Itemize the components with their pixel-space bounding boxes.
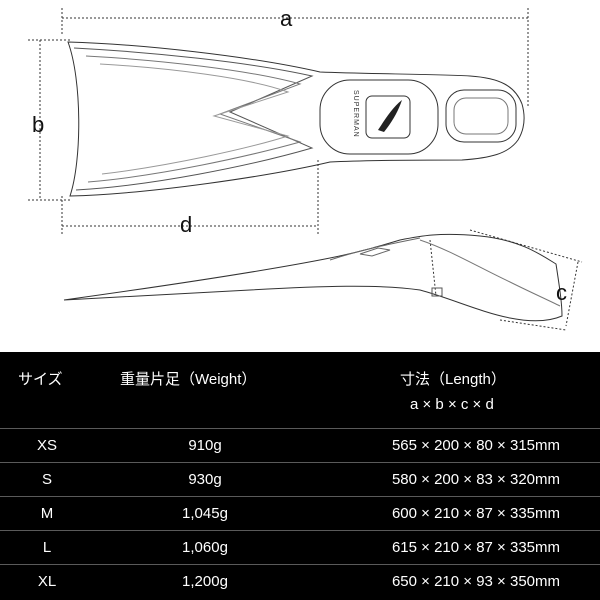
row-weight: 1,045g: [182, 505, 228, 522]
label-a: a: [280, 6, 293, 31]
table-row: L 1,060g 615 × 210 × 87 × 335mm: [0, 530, 600, 565]
header-size: サイズ: [18, 371, 63, 388]
dim-line-a: [61, 8, 529, 108]
row-dims: 580 × 200 × 83 × 320mm: [391, 471, 560, 488]
row-dims: 600 × 210 × 87 × 335mm: [391, 505, 560, 522]
row-size: S: [41, 471, 52, 488]
row-dims: 565 × 200 × 80 × 315mm: [391, 437, 560, 454]
label-c: c: [556, 280, 567, 305]
header-weight: 重量片足（Weight）: [120, 371, 257, 388]
header-dims-sub: a × b × c × d: [410, 396, 494, 413]
row-size: M: [40, 505, 54, 522]
label-d: d: [180, 212, 192, 237]
size-spec-table: サイズ 重量片足（Weight） 寸法（Length） a × b × c × …: [0, 352, 600, 600]
table-row: M 1,045g 600 × 210 × 87 × 335mm: [0, 496, 600, 531]
row-weight: 910g: [188, 437, 222, 454]
table-row: XL 1,200g 650 × 210 × 93 × 350mm: [0, 564, 600, 599]
dim-line-b: [28, 39, 72, 201]
dim-line-c: [429, 229, 583, 331]
fin-dimension-diagram: SUPERMAN a b d c: [28, 6, 583, 331]
row-size: XS: [36, 437, 57, 454]
label-b: b: [32, 112, 44, 137]
row-size: L: [42, 539, 52, 556]
row-weight: 1,060g: [182, 539, 228, 556]
row-weight: 930g: [188, 471, 222, 488]
table-row: S 930g 580 × 200 × 83 × 320mm: [0, 462, 600, 497]
fin-drawings: SUPERMAN a b d c: [28, 6, 583, 331]
table-row: XS 910g 565 × 200 × 80 × 315mm: [0, 428, 600, 463]
fin-logo-text: SUPERMAN: [352, 90, 359, 138]
row-weight: 1,200g: [182, 573, 228, 590]
header-dims: 寸法（Length）: [400, 371, 506, 388]
row-dims: 615 × 210 × 87 × 335mm: [391, 539, 560, 556]
fin-side-view: [63, 233, 563, 322]
row-dims: 650 × 210 × 93 × 350mm: [391, 573, 560, 590]
fin-top-view: SUPERMAN: [67, 41, 525, 197]
row-size: XL: [37, 573, 57, 590]
dim-line-d: [61, 160, 319, 234]
